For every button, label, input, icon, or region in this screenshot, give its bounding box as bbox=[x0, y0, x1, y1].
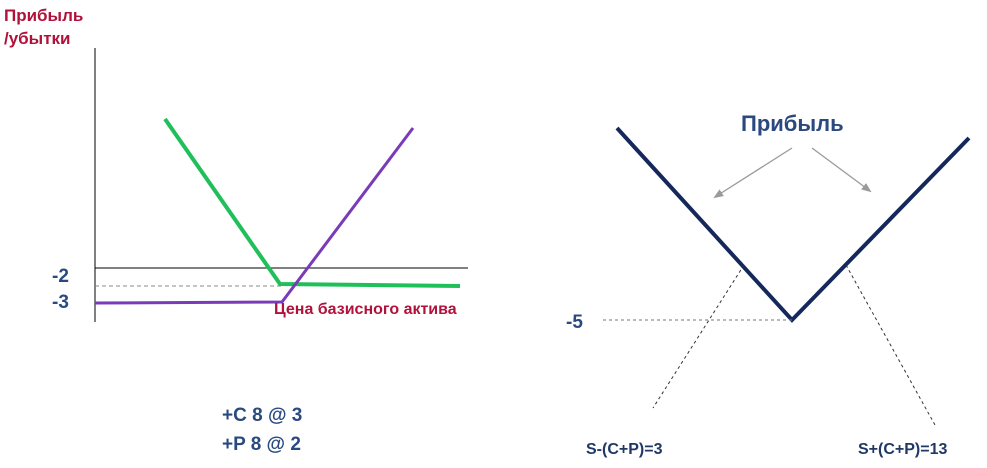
tick-label-minus-5: -5 bbox=[566, 312, 583, 333]
x-axis-label: Цена базисного актива bbox=[274, 301, 457, 318]
put-payoff-line bbox=[163, 117, 461, 288]
tick-label-minus-3: -3 bbox=[52, 292, 69, 313]
y-axis-title-line1: Прибыль bbox=[4, 6, 84, 25]
y-axis-title: Прибыль /убытки bbox=[4, 4, 83, 50]
lower-extension-line bbox=[652, 264, 745, 409]
profit-arrow-right bbox=[811, 147, 872, 193]
upper-extension-line bbox=[845, 264, 936, 426]
y-axis-title-line2: /убытки bbox=[4, 29, 71, 48]
straddle-payoff-line bbox=[615, 126, 971, 323]
put-position-label: +P 8 @ 2 bbox=[222, 434, 301, 455]
upper-breakeven-label: S+(C+P)=13 bbox=[858, 441, 948, 458]
lower-breakeven-label: S-(C+P)=3 bbox=[586, 441, 663, 458]
profit-label: Прибыль bbox=[741, 111, 844, 136]
call-payoff-line bbox=[94, 127, 415, 305]
tick-label-minus-2: -2 bbox=[52, 266, 69, 287]
profit-arrow-left bbox=[713, 147, 793, 199]
call-position-label: +C 8 @ 3 bbox=[222, 405, 303, 426]
